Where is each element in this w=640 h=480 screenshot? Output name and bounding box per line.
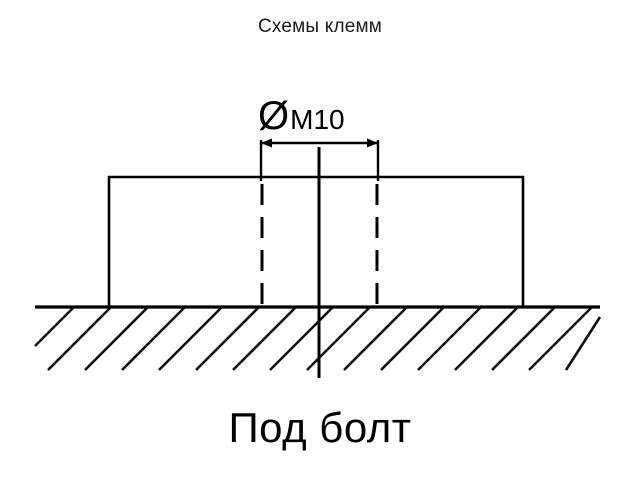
drawing-title: Схемы клемм [257, 16, 383, 37]
dimension-value: M10 [290, 104, 345, 135]
terminal-block-outline [107, 175, 525, 307]
ground-hatching [34, 307, 602, 371]
drawing-caption: Под болт [228, 404, 412, 451]
dimension-label: Ø M10 [258, 96, 345, 136]
diameter-icon: Ø [258, 94, 290, 138]
